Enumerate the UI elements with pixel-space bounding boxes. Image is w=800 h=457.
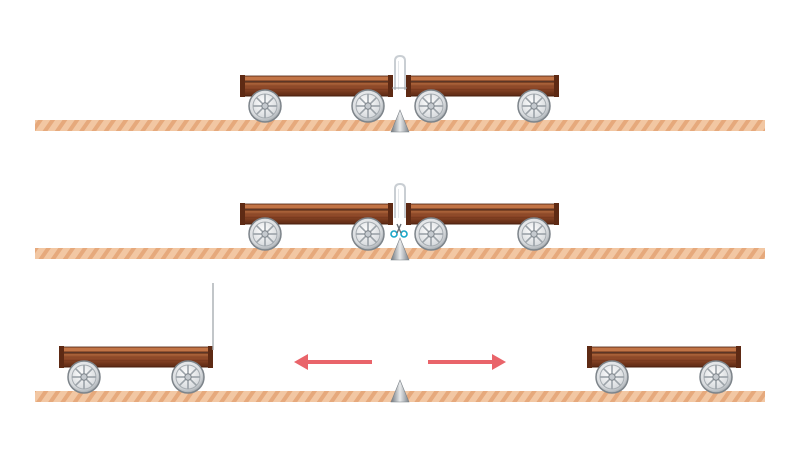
cart-post-right [388,203,393,225]
wheel [414,89,448,123]
cart-post-left [406,203,411,225]
cart-post-left [59,346,64,368]
spring [394,54,406,90]
cart-post-right [208,346,213,368]
wheel [699,360,733,394]
wheel [248,89,282,123]
cart-post-left [240,75,245,97]
wheel [517,89,551,123]
cart [587,346,741,394]
cart-post-right [388,75,393,97]
wheel [171,360,205,394]
cart [240,75,393,123]
cart [59,346,213,394]
wheel [595,360,629,394]
pivot-wedge [390,237,410,261]
cart-rail [587,346,741,353]
wheel [67,360,101,394]
panel-3 [35,283,765,403]
wheel [351,217,385,251]
cart [406,203,559,251]
wheel [517,217,551,251]
cart-rail [406,203,559,210]
wheel [248,217,282,251]
cart [240,203,393,251]
pivot-wedge [390,109,410,133]
spring [394,182,406,218]
wheel [351,89,385,123]
cart-rail [59,346,213,353]
panel-1 [35,54,765,133]
cart-rail [240,75,393,82]
arrow-left [294,354,372,370]
pivot-wedge [390,379,410,403]
cart-post-right [554,203,559,225]
cart-post-left [240,203,245,225]
cart-post-right [736,346,741,368]
cart-rail [406,75,559,82]
cart-post-left [406,75,411,97]
arrow-right [428,354,506,370]
panel-2 [35,182,765,261]
scissors-icon [390,223,408,238]
wheel [414,217,448,251]
cart-post-right [554,75,559,97]
cart [406,75,559,123]
cart-rail [240,203,393,210]
cart-post-left [587,346,592,368]
